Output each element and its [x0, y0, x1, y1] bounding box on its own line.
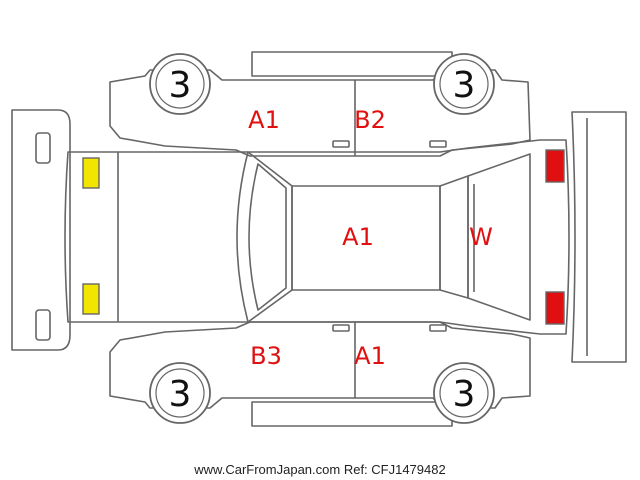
right-running-board — [251, 401, 453, 427]
top-view-body — [64, 139, 570, 335]
damage-code-right-front-door: B3 — [250, 342, 282, 370]
damage-code-right-rear-door: A1 — [354, 342, 386, 370]
rear-right-tire-grade: 3 — [453, 374, 476, 415]
front-right-headlamp — [82, 283, 100, 315]
rear-left-tire-grade: 3 — [453, 65, 476, 106]
reference-watermark: www.CarFromJapan.com Ref: CFJ1479482 — [193, 462, 445, 477]
front-left-tire — [149, 53, 211, 115]
rear-bumper — [571, 111, 627, 363]
front-bumper — [11, 109, 71, 351]
front-right-tire — [149, 362, 211, 424]
damage-code-rear-window: W — [469, 223, 493, 251]
rear-left-tire — [433, 53, 495, 115]
damage-code-left-front-door: A1 — [248, 106, 280, 134]
front-right-tire-grade: 3 — [169, 374, 192, 415]
rear-right-taillamp — [545, 291, 565, 325]
left-running-board — [251, 51, 453, 77]
front-left-headlamp — [82, 157, 100, 189]
damage-code-left-rear-door: B2 — [354, 106, 386, 134]
damage-code-roof: A1 — [342, 223, 374, 251]
rear-left-taillamp — [545, 149, 565, 183]
left-side-panel — [109, 69, 531, 157]
rear-right-tire — [433, 362, 495, 424]
rear-window — [439, 175, 469, 299]
front-left-tire-grade: 3 — [169, 65, 192, 106]
